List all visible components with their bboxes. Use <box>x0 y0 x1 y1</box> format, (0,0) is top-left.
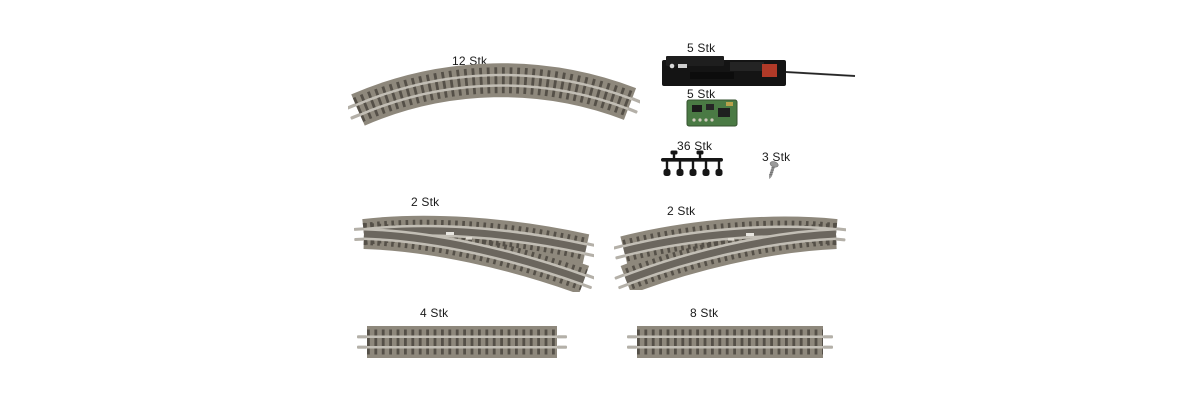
quantity-label-turnout-right: 2 Stk <box>667 204 696 218</box>
rail-joiners-right <box>627 97 640 114</box>
motor-red-lever <box>762 64 777 77</box>
item-turnout-motor <box>660 52 860 97</box>
quantity-label-turnout-left: 2 Stk <box>411 195 440 209</box>
screw-image <box>768 161 779 180</box>
item-straight-track-short <box>356 322 568 362</box>
rail-joiners-main <box>614 244 626 260</box>
item-turnout-left <box>354 204 594 292</box>
rail-joiners-branch <box>614 273 629 290</box>
decoder-board-image <box>686 99 738 127</box>
quantity-label-straight-long: 8 Stk <box>690 306 719 320</box>
rail-joiners <box>627 335 833 349</box>
item-screw <box>764 160 780 182</box>
rail-joiners-left <box>354 227 365 242</box>
rail-joiners-branch <box>582 273 594 289</box>
turnout-right-image <box>614 216 846 290</box>
curved-track-image <box>348 63 640 126</box>
rail-joiners-right <box>835 227 846 242</box>
turnout-left-image <box>354 215 594 292</box>
small-parts-sprue-image <box>661 150 723 176</box>
quantity-label-straight-short: 4 Stk <box>420 306 449 320</box>
quantity-label-small-parts: 36 Stk <box>677 139 713 153</box>
rail-joiners <box>357 335 567 349</box>
quantity-label-turnout-motor: 5 Stk <box>687 41 716 55</box>
item-decoder-board <box>686 96 740 130</box>
quantity-label-decoder-board: 5 Stk <box>687 87 716 101</box>
item-turnout-right <box>614 206 846 290</box>
straight-track-image <box>357 326 567 358</box>
straight-track-image <box>627 326 833 358</box>
point-mechanism-mark <box>446 232 454 235</box>
rail-joiners-left <box>348 103 361 120</box>
item-small-parts-sprue <box>658 150 728 188</box>
rail-joiners-main <box>584 242 594 258</box>
point-mechanism-mark <box>746 233 754 236</box>
item-straight-track-long <box>626 322 834 362</box>
item-curved-track <box>348 58 640 148</box>
turnout-motor-image <box>662 56 856 86</box>
quantity-label-screws: 3 Stk <box>762 150 791 164</box>
